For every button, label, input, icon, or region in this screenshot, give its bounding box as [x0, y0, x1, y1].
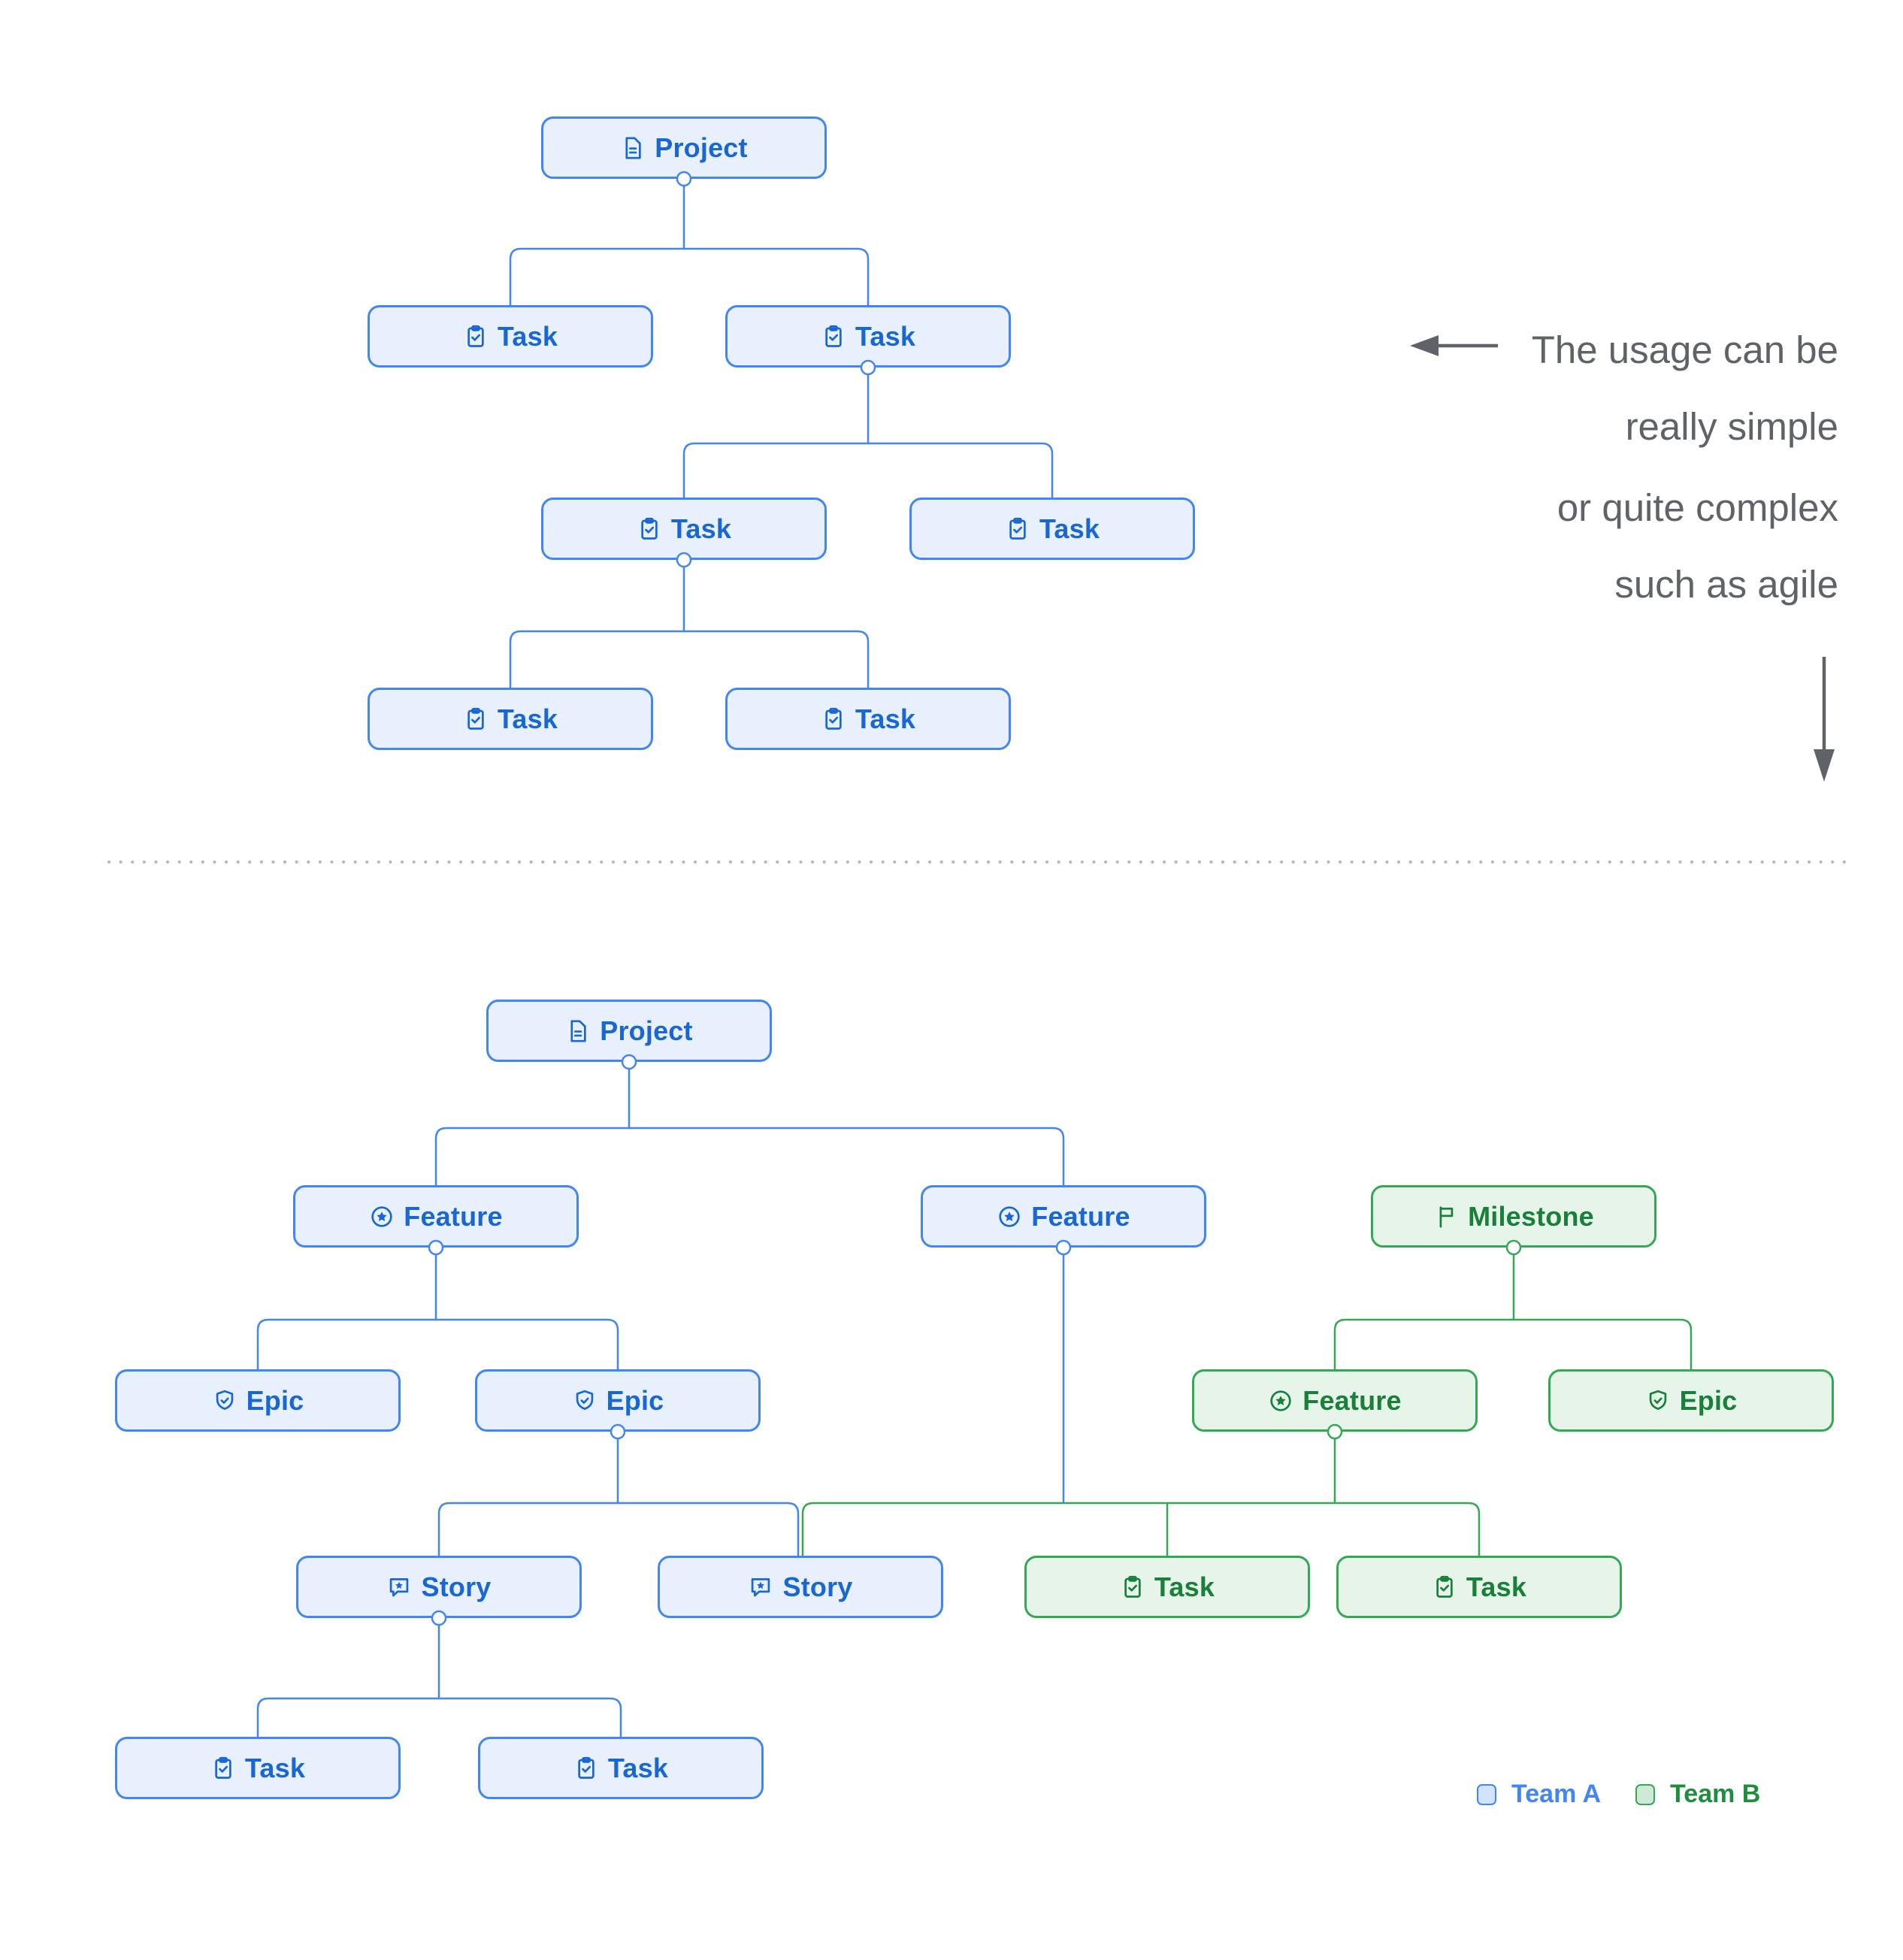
node-project: Project — [541, 116, 827, 179]
down-arrow-icon — [1814, 657, 1835, 782]
node-task: Task — [368, 688, 653, 750]
node-feature: Feature — [293, 1185, 579, 1248]
shield-check-icon — [572, 1388, 598, 1414]
clipboard-check-icon — [821, 324, 846, 349]
document-icon — [565, 1018, 591, 1044]
node-task: Task — [368, 305, 653, 368]
node-label: Milestone — [1468, 1200, 1594, 1232]
star-circle-icon — [369, 1204, 395, 1230]
node-label: Epic — [606, 1384, 664, 1416]
node-epic: Epic — [115, 1369, 401, 1432]
flag-icon — [1433, 1204, 1459, 1230]
comment-star-icon — [386, 1574, 412, 1600]
node-label: Feature — [1302, 1384, 1402, 1416]
node-label: Epic — [246, 1384, 304, 1416]
node-label: Task — [1466, 1571, 1527, 1602]
clipboard-check-icon — [573, 1756, 599, 1781]
node-label: Story — [421, 1571, 492, 1602]
node-label: Task — [497, 703, 558, 734]
left-arrow-icon — [1410, 335, 1498, 356]
star-circle-icon — [997, 1204, 1022, 1230]
node-project: Project — [486, 1000, 772, 1062]
node-milestone: Milestone — [1371, 1185, 1656, 1248]
annotation-line: really simple — [1625, 405, 1838, 448]
node-label: Task — [1039, 513, 1100, 544]
node-label: Story — [782, 1571, 853, 1602]
clipboard-check-icon — [210, 1756, 236, 1781]
clipboard-check-icon — [1005, 516, 1030, 542]
node-label: Task — [855, 703, 916, 734]
team-a-swatch — [1477, 1783, 1496, 1805]
comment-star-icon — [748, 1574, 773, 1600]
annotation-text: The usage can be really simple or quite … — [1532, 312, 1838, 623]
legend-label: Team B — [1670, 1780, 1761, 1808]
clipboard-check-icon — [463, 324, 489, 349]
clipboard-check-icon — [637, 516, 662, 542]
node-label: Task — [1154, 1571, 1215, 1602]
node-task: Task — [909, 498, 1195, 560]
annotation-line: such as agile — [1614, 563, 1838, 606]
node-task: Task — [725, 305, 1011, 368]
node-label: Epic — [1679, 1384, 1738, 1416]
node-label: Feature — [1031, 1200, 1130, 1232]
star-circle-icon — [1268, 1388, 1293, 1414]
node-label: Task — [607, 1752, 669, 1783]
legend-label: Team A — [1511, 1780, 1602, 1808]
annotation-line: The usage can be — [1531, 328, 1838, 371]
node-story: Story — [658, 1556, 943, 1618]
node-feature: Feature — [921, 1185, 1206, 1248]
node-epic: Epic — [475, 1369, 761, 1432]
clipboard-check-icon — [1432, 1574, 1457, 1600]
node-epic: Epic — [1548, 1369, 1834, 1432]
clipboard-check-icon — [821, 706, 846, 732]
node-label: Task — [497, 320, 558, 352]
clipboard-check-icon — [1120, 1574, 1145, 1600]
node-label: Task — [855, 320, 916, 352]
node-task: Task — [1336, 1556, 1622, 1618]
legend-item-team-a: Team A — [1477, 1780, 1601, 1809]
document-icon — [620, 135, 646, 161]
node-feature: Feature — [1192, 1369, 1478, 1432]
team-b-swatch — [1635, 1783, 1656, 1805]
node-task: Task — [541, 498, 827, 560]
node-task: Task — [115, 1737, 401, 1799]
node-label: Feature — [404, 1200, 503, 1232]
node-story: Story — [296, 1556, 582, 1618]
shield-check-icon — [212, 1388, 237, 1414]
node-task: Task — [725, 688, 1011, 750]
node-label: Task — [670, 513, 732, 544]
node-task: Task — [1024, 1556, 1310, 1618]
legend: Team A Team B — [1477, 1780, 1760, 1809]
node-label: Project — [600, 1015, 693, 1046]
node-task: Task — [478, 1737, 764, 1799]
legend-item-team-b: Team B — [1635, 1780, 1760, 1809]
clipboard-check-icon — [463, 706, 489, 732]
node-label: Project — [655, 132, 748, 163]
shield-check-icon — [1645, 1388, 1671, 1414]
annotation-line: or quite complex — [1557, 486, 1838, 529]
node-label: Task — [244, 1752, 306, 1783]
